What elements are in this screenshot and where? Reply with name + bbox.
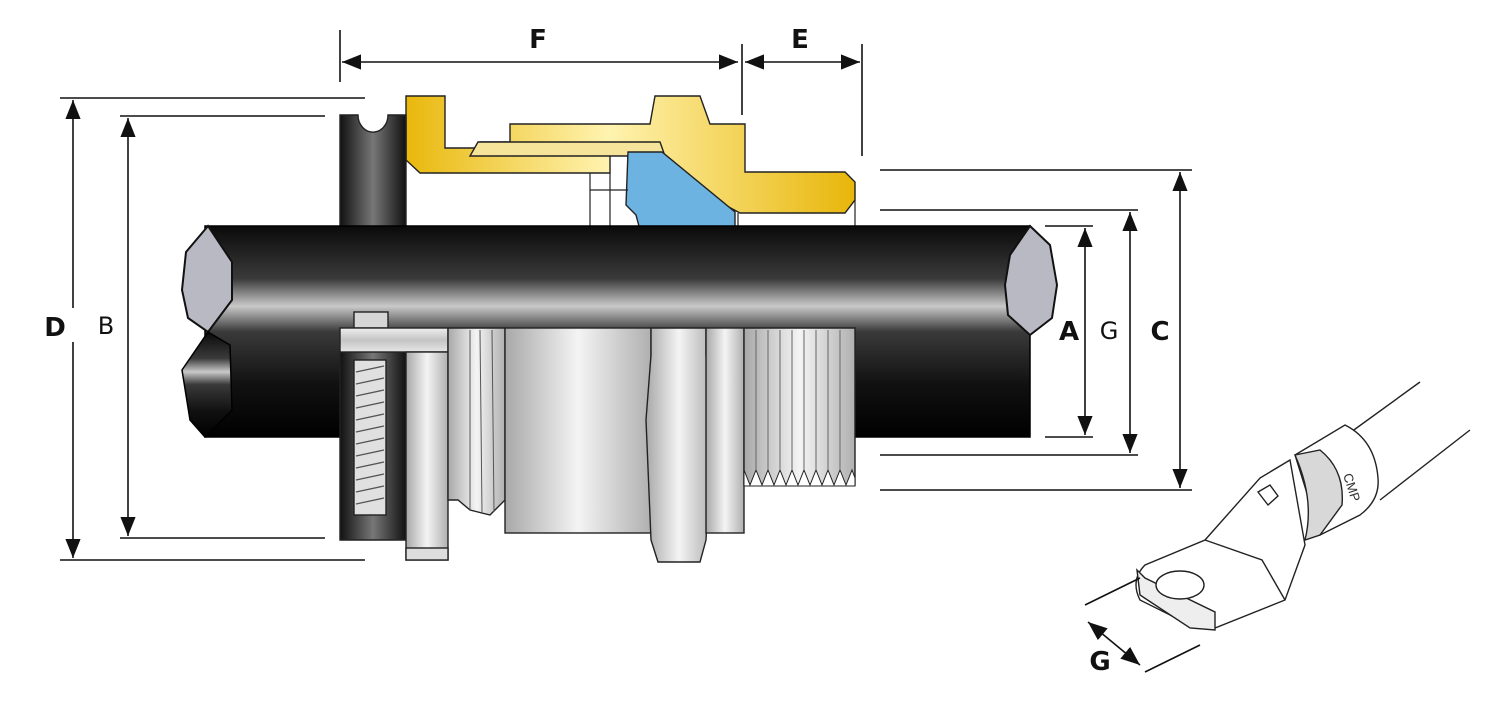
cable-lug: CMP — [1135, 381, 1471, 631]
gland-body-lower — [339, 311, 856, 563]
clamp-ring-top — [339, 114, 407, 231]
dimension-lug-g: G — [1084, 577, 1201, 677]
label-lug-g: G — [1089, 647, 1110, 677]
label-d: D — [44, 313, 66, 343]
dimension-e: E — [741, 25, 863, 156]
label-c: C — [1150, 317, 1169, 347]
gland-body — [504, 327, 652, 534]
label-f: F — [529, 25, 547, 55]
label-a: A — [1059, 317, 1079, 347]
right-extension-lines — [880, 169, 1192, 491]
seal-housing-lines — [589, 173, 856, 228]
label-b: B — [98, 312, 114, 340]
brass-compression-nut — [405, 95, 856, 214]
label-g: G — [1100, 317, 1119, 345]
entry-thread — [743, 327, 856, 486]
dimension-f: F — [339, 25, 738, 82]
dimension-g: G — [1100, 212, 1138, 453]
screw-head — [353, 311, 389, 329]
dimension-b: B — [98, 115, 325, 539]
hex-nut — [645, 327, 713, 563]
cable-cut-end-right — [1003, 224, 1059, 337]
cable-cut-end-left — [180, 224, 233, 334]
dimension-a: A — [1058, 228, 1093, 435]
label-e: E — [791, 25, 809, 55]
dimension-c: C — [1148, 172, 1188, 488]
dimension-d: D — [42, 97, 365, 561]
